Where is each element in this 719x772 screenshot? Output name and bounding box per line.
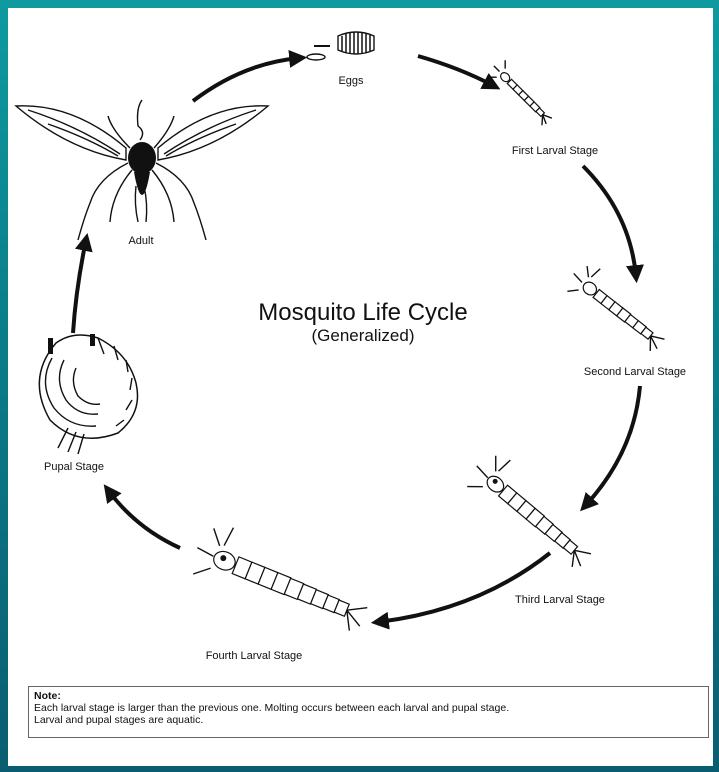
label-third-larval-stage: Third Larval Stage — [515, 594, 605, 606]
life-cycle-diagram: Eggs First Larval Stage Second Larval St… — [8, 8, 713, 688]
arrow-first-to-second — [583, 166, 636, 276]
label-first-larval-stage: First Larval Stage — [512, 145, 598, 157]
arrow-fourth-to-pupal — [108, 490, 180, 548]
label-second-larval-stage: Second Larval Stage — [584, 366, 686, 378]
slide: Eggs First Larval Stage Second Larval St… — [8, 8, 713, 766]
note-heading: Note: — [34, 690, 703, 702]
arrow-eggs-to-first — [418, 56, 494, 86]
label-fourth-larval-stage: Fourth Larval Stage — [206, 650, 303, 662]
arrow-pupal-to-adult — [73, 240, 86, 333]
note-line-2: Larval and pupal stages are aquatic. — [34, 714, 703, 726]
eggs-illustration — [307, 32, 374, 60]
arrow-adult-to-eggs — [193, 58, 300, 101]
arrow-second-to-third — [585, 386, 640, 506]
fourth-larva-illustration — [188, 518, 377, 639]
diagram-title: Mosquito Life Cycle — [258, 299, 467, 326]
second-larva-illustration — [563, 258, 675, 357]
adult-mosquito-illustration — [16, 100, 268, 240]
pupa-illustration — [39, 334, 137, 454]
third-larva-illustration — [463, 446, 604, 575]
label-pupal-stage: Pupal Stage — [44, 461, 104, 473]
diagram-subtitle: (Generalized) — [312, 326, 415, 345]
note-line-1: Each larval stage is larger than the pre… — [34, 702, 703, 714]
label-eggs: Eggs — [338, 75, 364, 87]
note-box: Note: Each larval stage is larger than t… — [28, 686, 709, 738]
label-adult: Adult — [128, 235, 153, 247]
arrow-third-to-fourth — [378, 553, 550, 622]
first-larva-illustration — [485, 57, 557, 129]
